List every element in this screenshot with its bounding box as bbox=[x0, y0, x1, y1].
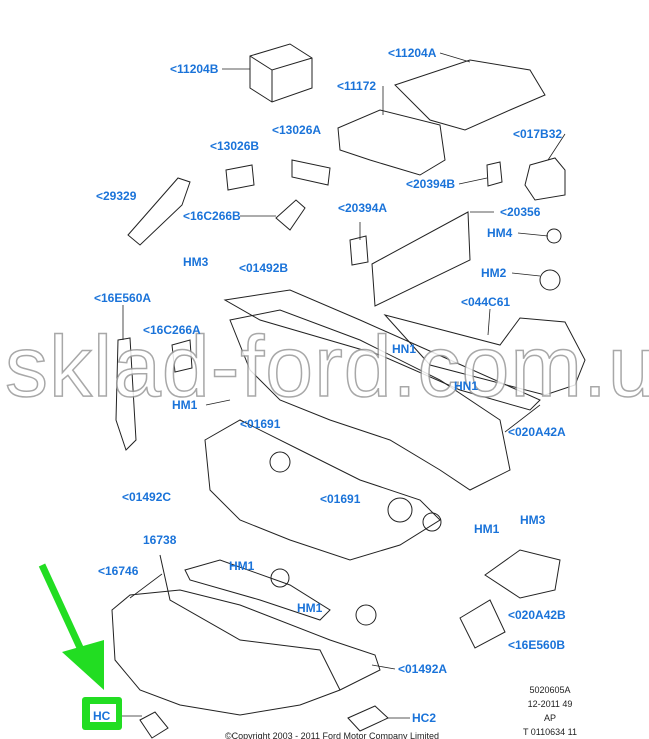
callout-16c266a[interactable]: <16C266A bbox=[143, 323, 201, 337]
part-11172 bbox=[337, 109, 446, 176]
callout-hc[interactable]: HC bbox=[93, 709, 111, 723]
part-11204a bbox=[394, 59, 546, 131]
callout-hn1-a[interactable]: HN1 bbox=[392, 342, 417, 356]
part-01492c bbox=[204, 419, 441, 561]
part-hc bbox=[139, 711, 169, 739]
copyright: ©Copyright 2003 - 2011 Ford Motor Compan… bbox=[225, 731, 440, 739]
part-16738 bbox=[184, 559, 331, 621]
part-wire bbox=[159, 554, 341, 691]
callout-hm3-bottom[interactable]: HM3 bbox=[520, 513, 546, 527]
callout-16738[interactable]: 16738 bbox=[143, 533, 177, 547]
callout-16c266b[interactable]: <16C266B bbox=[183, 209, 241, 223]
callout-01492a[interactable]: <01492A bbox=[398, 662, 448, 676]
callout-11172[interactable]: <11172 bbox=[337, 79, 377, 93]
part-01492b bbox=[223, 289, 541, 411]
part-16c266b bbox=[275, 199, 306, 231]
part-13026a bbox=[291, 159, 331, 186]
part-20356 bbox=[371, 211, 471, 307]
callout-01492b[interactable]: <01492B bbox=[239, 261, 289, 275]
callout-017b32[interactable]: <017B32 bbox=[513, 127, 563, 141]
callout-11204a[interactable]: <11204A bbox=[388, 46, 437, 60]
part-020a42b bbox=[484, 549, 561, 599]
part-16e560b bbox=[459, 599, 506, 649]
callout-11204b[interactable]: <11204B bbox=[170, 62, 219, 76]
part-11204b bbox=[249, 43, 313, 103]
part-16c266a bbox=[171, 339, 193, 373]
part-16e560a bbox=[115, 337, 137, 451]
callout-hn1-b[interactable]: HN1 bbox=[454, 379, 479, 393]
callout-hm4[interactable]: HM4 bbox=[487, 226, 513, 240]
callout-16746[interactable]: <16746 bbox=[98, 564, 139, 578]
reference-code: 5020605A bbox=[529, 685, 571, 695]
watermark: sklad-ford.com.ua bbox=[4, 318, 649, 416]
callout-hm2[interactable]: HM2 bbox=[481, 266, 507, 280]
highlight-box bbox=[82, 697, 122, 730]
part-01691b bbox=[387, 497, 413, 523]
part-044c61 bbox=[383, 314, 586, 396]
callout-hm1-d[interactable]: HM1 bbox=[297, 601, 323, 615]
part-hm2 bbox=[539, 269, 561, 291]
callout-hm1-c[interactable]: HM1 bbox=[229, 559, 255, 573]
callout-01691-b[interactable]: <01691 bbox=[320, 492, 361, 506]
part-dash-panel bbox=[229, 309, 511, 491]
callout-16e560b[interactable]: <16E560B bbox=[508, 638, 566, 652]
reference-date: 12-2011 49 bbox=[527, 699, 573, 709]
callout-hm3-top[interactable]: HM3 bbox=[183, 255, 209, 269]
callout-01691-a[interactable]: <01691 bbox=[240, 417, 281, 431]
callout-20394a[interactable]: <20394A bbox=[338, 201, 388, 215]
callout-13026a[interactable]: <13026A bbox=[272, 123, 322, 137]
reference-region: AP bbox=[543, 713, 556, 723]
callout-020a42a[interactable]: <020A42A bbox=[508, 425, 566, 439]
callout-13026b[interactable]: <13026B bbox=[210, 139, 260, 153]
callout-020a42b[interactable]: <020A42B bbox=[508, 608, 566, 622]
callout-29329[interactable]: <29329 bbox=[96, 189, 137, 203]
part-20394b bbox=[486, 161, 503, 187]
callout-16e560a[interactable]: <16E560A bbox=[94, 291, 152, 305]
reference-id: T 0110634 11 bbox=[522, 727, 578, 737]
callout-01492c[interactable]: <01492C bbox=[122, 490, 172, 504]
callout-044c61[interactable]: <044C61 bbox=[461, 295, 511, 309]
callout-hm1-a[interactable]: HM1 bbox=[172, 398, 198, 412]
part-16746 bbox=[111, 589, 381, 716]
part-29329 bbox=[127, 177, 191, 246]
part-017b32 bbox=[524, 157, 566, 201]
callout-hc2[interactable]: HC2 bbox=[412, 711, 437, 725]
callout-20394b[interactable]: <20394B bbox=[406, 177, 456, 191]
part-20394a bbox=[349, 235, 369, 266]
part-13026b bbox=[225, 164, 255, 191]
part-01691 bbox=[269, 451, 291, 473]
callout-hm1-b[interactable]: HM1 bbox=[474, 522, 500, 536]
callout-20356[interactable]: <20356 bbox=[500, 205, 541, 219]
